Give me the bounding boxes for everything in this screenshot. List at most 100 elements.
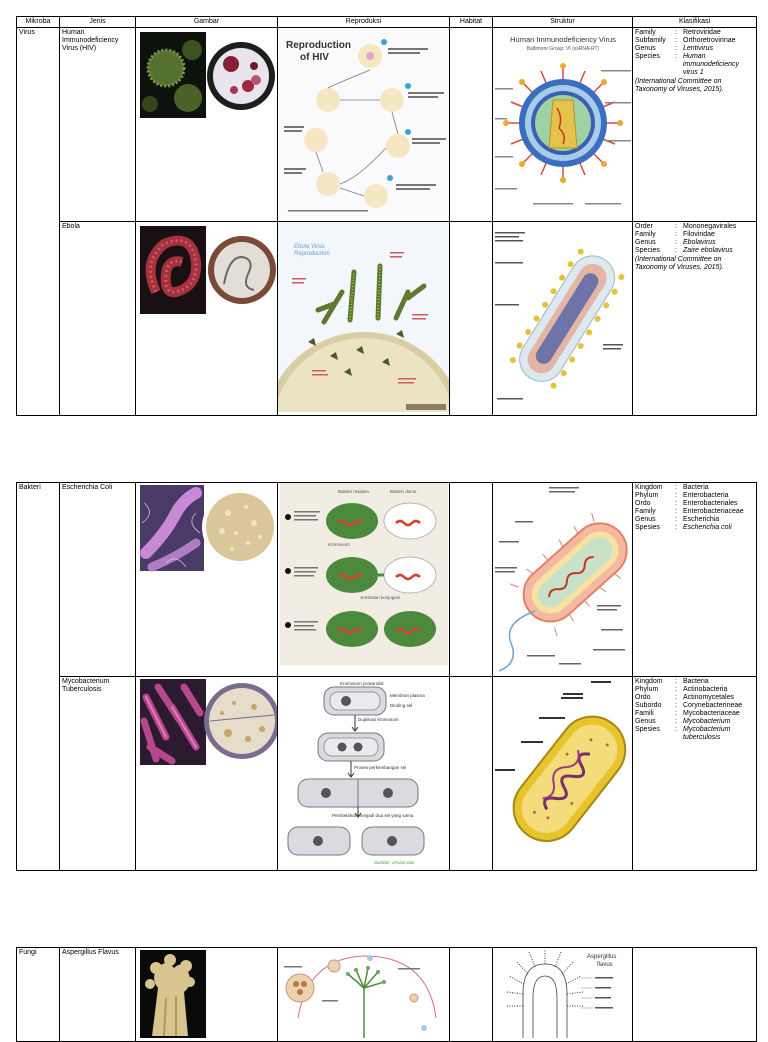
- classification-row: Species:Human immunodeficiency virus 1: [635, 53, 754, 77]
- separator: :: [675, 231, 677, 238]
- separator: :: [675, 223, 677, 230]
- separator: :: [675, 484, 677, 491]
- separator: :: [675, 524, 677, 531]
- rank-label: Spesies: [635, 524, 660, 531]
- rank-value: Ebolavirus: [683, 239, 716, 246]
- classification-row: Kingdom:Bacteria: [635, 678, 754, 686]
- rank-label: Ordo: [635, 500, 651, 507]
- classification-row: Genus:Ebolavirus: [635, 239, 754, 247]
- classification-row: Subfamily:Orthoretrovirinae: [635, 37, 754, 45]
- separator: :: [675, 710, 677, 717]
- gambar-ebola: [135, 221, 278, 416]
- ebola-repro-title: Ebola Virus: [294, 244, 325, 250]
- classification-row: Species:Zaire ebolavirus: [635, 247, 754, 255]
- ebola-structure-diagram: [493, 222, 632, 412]
- aspergillus-structure-diagram: Aspergillus flavus: [493, 948, 632, 1038]
- rank-label: Genus: [635, 718, 656, 725]
- reference-note: (International Committee on Taxonomy of …: [635, 78, 724, 93]
- classification-row: Genus:Escherichia: [635, 516, 754, 524]
- separator: :: [675, 29, 677, 36]
- svg-text:of HIV: of HIV: [300, 52, 329, 63]
- header-row: Mikroba Jenis Gambar Reproduksi Habitat …: [16, 16, 757, 28]
- cell-wall-label: Dinding sel: [390, 703, 412, 708]
- classification-row: Genus:Mycobacterium: [635, 718, 754, 726]
- klasifikasi-aspergillus: [632, 947, 757, 1042]
- rank-value: Orthoretrovirinae: [683, 37, 736, 44]
- separator: :: [675, 53, 677, 60]
- gambar-aspergillus: [135, 947, 278, 1042]
- bridge-label: Jembatan konjugasi: [360, 595, 400, 600]
- rank-label: Genus: [635, 239, 656, 246]
- header-habitat: Habitat: [449, 16, 493, 28]
- ecoli-photo: [140, 485, 277, 572]
- classification-row: Subordo:Corynebacterineae: [635, 702, 754, 710]
- rank-value: Bacteria: [683, 484, 709, 491]
- table-row: Fungi Aspergillus Flavus: [16, 947, 757, 1042]
- classification-row: Ordo: Enterobacteriales: [635, 500, 754, 508]
- development-label: Proses perkembangan sel: [354, 765, 406, 770]
- header-jenis: Jenis: [59, 16, 136, 28]
- ecoli-structure-diagram: [493, 483, 632, 673]
- reproduksi-aspergillus: [277, 947, 450, 1042]
- separator: :: [675, 702, 677, 709]
- gambar-ecoli: [135, 482, 278, 677]
- mikroba-fungi: Fungi: [16, 947, 60, 1042]
- rank-label: Spesies: [635, 726, 660, 733]
- rank-value: Lentivirus: [683, 45, 713, 52]
- reproduksi-ecoli: Bakteri resipien Bakteri donor: [277, 482, 450, 677]
- rank-value: Enterobacteriales: [683, 500, 738, 507]
- donor-label: Bakteri donor: [390, 489, 417, 494]
- separator: :: [675, 726, 677, 733]
- table-row: Mycobacterium Tuberculosis: [17, 676, 757, 871]
- separator: :: [675, 37, 677, 44]
- rank-label: Genus: [635, 45, 656, 52]
- rank-value: Enterobacteriaceae: [683, 508, 744, 515]
- separator: :: [675, 678, 677, 685]
- header-reproduksi: Reproduksi: [277, 16, 450, 28]
- hiv-reproduction-diagram: Reproduction of HIV: [278, 28, 449, 218]
- jenis-aspergillus: Aspergillus Flavus: [59, 947, 136, 1042]
- classification-row: Spesies: Mycobacterium tuberculosis: [635, 726, 754, 742]
- rank-value: Actinobacteria: [683, 686, 728, 693]
- habitat-mtb: [449, 676, 493, 871]
- rank-value: Enterobacteria: [683, 492, 729, 499]
- chromosome-label: Kromosom prokariotik: [340, 681, 385, 686]
- aspergillus-lifecycle-diagram: [278, 948, 449, 1038]
- aspergillus-structure-title: Aspergillus: [587, 954, 616, 960]
- jenis-hiv: Human Immunodeficiency Virus (HIV): [59, 27, 136, 222]
- classification-row: Order:Mononegavirales: [635, 223, 754, 231]
- mikroba-bakteri: Bakteri: [16, 482, 60, 871]
- header-struktur: Struktur: [492, 16, 633, 28]
- mtb-photo: [140, 679, 277, 765]
- struktur-mtb: [492, 676, 633, 871]
- habitat-hiv: [449, 27, 493, 222]
- classification-row: Genus:Lentivirus: [635, 45, 754, 53]
- division-label: Pembelahan menjadi dua sel yang sama: [332, 813, 414, 818]
- table-row: Bakteri Escherichia Coli Bakteri resip: [16, 482, 757, 871]
- reproduksi-hiv: Reproduction of HIV: [277, 27, 450, 222]
- rank-label: Subordo: [635, 702, 662, 709]
- mikroba-virus: Virus: [16, 27, 60, 416]
- separator: :: [675, 516, 677, 523]
- rank-value: Mycobacterium tuberculosis: [683, 726, 731, 741]
- reference-note: (International Committee on Taxonomy of …: [635, 256, 724, 271]
- separator: :: [675, 694, 677, 701]
- hiv-structure-title: Human Immunodeficiency Virus: [510, 35, 616, 44]
- rank-value: Actinomycetales: [683, 694, 734, 701]
- classification-row: Ordo:Actinomycetales: [635, 694, 754, 702]
- struktur-ebola: [492, 221, 633, 416]
- separator: :: [675, 500, 677, 507]
- rank-label: Phylum: [635, 492, 659, 499]
- separator: :: [675, 492, 677, 499]
- separator: :: [675, 508, 677, 515]
- gambar-mtb: [135, 676, 278, 871]
- rank-label: Famili: [635, 710, 654, 717]
- bacteria-table: Bakteri Escherichia Coli Bakteri resip: [16, 482, 757, 871]
- struktur-ecoli: [492, 482, 633, 677]
- rank-label: Species: [635, 247, 660, 254]
- rank-label: Kingdom: [635, 678, 663, 685]
